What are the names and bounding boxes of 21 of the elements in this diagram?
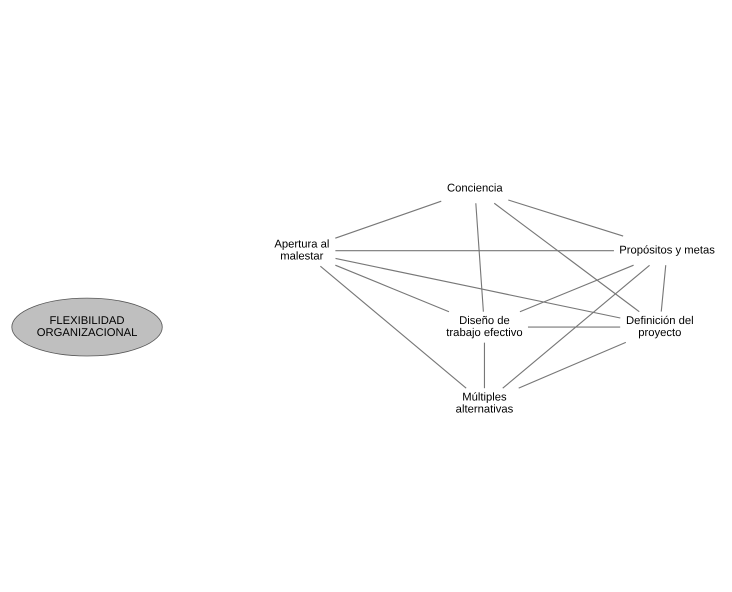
node-text: Múltiples alternativas — [456, 390, 514, 416]
connector — [528, 326, 620, 328]
node-ellipse: FLEXIBILIDAD ORGANIZACIONAL — [11, 297, 163, 356]
node-text: Apertura al malestar — [274, 238, 330, 262]
connector — [475, 202, 484, 312]
connector — [518, 341, 626, 388]
node-text: Definición del proyecto — [626, 314, 694, 339]
connector — [335, 250, 614, 251]
node-text: Conciencia — [446, 182, 503, 194]
connector — [320, 265, 467, 388]
connector — [484, 342, 486, 388]
node-text: Propósitos y metas — [619, 244, 715, 256]
connector — [494, 202, 640, 312]
node-text: Diseño de trabajo efectivo — [446, 314, 523, 339]
connector — [335, 257, 620, 318]
connector — [335, 264, 450, 312]
connector — [660, 264, 666, 312]
connector — [502, 264, 650, 388]
connector — [508, 198, 624, 236]
connector — [335, 200, 442, 238]
connector — [520, 264, 634, 312]
